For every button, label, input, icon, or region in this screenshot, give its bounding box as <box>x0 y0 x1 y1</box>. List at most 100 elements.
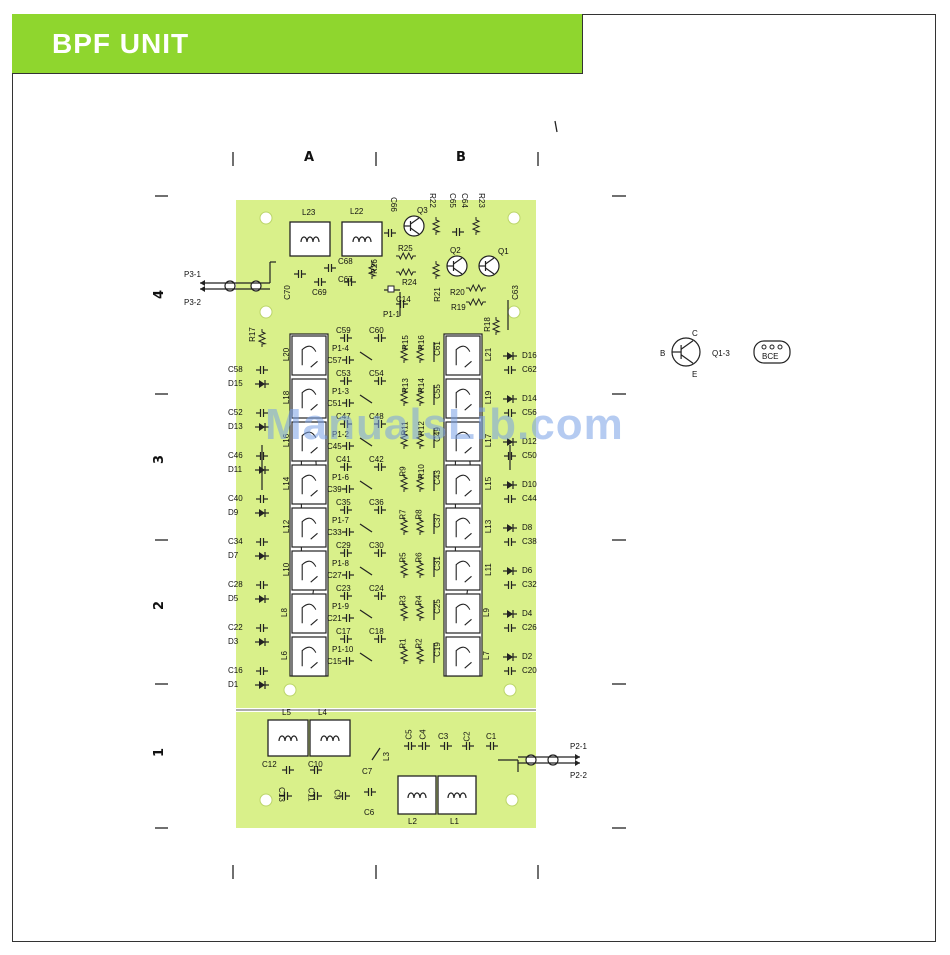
part-label-c35: C35 <box>336 498 351 507</box>
resistor-r2 <box>415 646 425 664</box>
connector-label-p3-2: P3-2 <box>184 298 201 307</box>
resistor-r26 <box>367 261 377 279</box>
part-label-c16: C16 <box>228 666 243 675</box>
part-label-r8: R8 <box>414 509 424 520</box>
coil-l23 <box>300 236 320 243</box>
legend-transistor-symbol <box>680 340 694 350</box>
coil-l18 <box>291 378 327 419</box>
pin-p1-1 <box>387 285 395 293</box>
coil-l19 <box>455 388 472 411</box>
resistor-r24 <box>396 267 416 277</box>
part-label-c39: C39 <box>327 485 342 494</box>
part-label-c24: C24 <box>369 584 384 593</box>
coil-l14 <box>291 464 327 505</box>
part-label-d13: D13 <box>228 422 243 431</box>
coil-label-l13: L13 <box>484 519 494 534</box>
part-label-c57: C57 <box>327 356 342 365</box>
coil-label-l20: L20 <box>282 347 292 362</box>
part-label-c61: C61 <box>432 341 442 356</box>
coil-l1 <box>447 792 467 799</box>
diode-d1 <box>259 681 265 689</box>
part-label-c13: C13 <box>276 787 286 802</box>
arrow-p2-2 <box>575 760 580 766</box>
resistor-r10 <box>415 474 425 492</box>
coil-label-l6: L6 <box>279 651 289 660</box>
part-label-r21: R21 <box>432 287 442 302</box>
resistor-r9 <box>399 474 409 492</box>
part-label-r25: R25 <box>398 244 413 253</box>
coil-l12 <box>301 517 318 540</box>
coil-l13 <box>455 517 472 540</box>
coil-l20 <box>301 345 318 368</box>
coil-l3 <box>371 747 381 761</box>
part-label-c53: C53 <box>336 369 351 378</box>
switch-trace <box>359 437 373 447</box>
part-label-r5: R5 <box>398 552 408 563</box>
switch-trace <box>359 566 373 576</box>
part-label-r4: R4 <box>414 595 424 606</box>
coil-l4 <box>320 735 340 742</box>
resistor-r21 <box>431 261 441 279</box>
part-label-q1: Q1 <box>498 247 509 256</box>
diode-d3 <box>259 638 265 646</box>
coil-l11 <box>455 560 472 583</box>
mounting-hole <box>507 305 521 319</box>
part-label-c51: C51 <box>327 399 342 408</box>
part-label-r9: R9 <box>398 466 408 477</box>
part-label-d4: D4 <box>522 609 533 618</box>
arrow-p3-2 <box>200 286 205 292</box>
resistor-r15 <box>399 345 409 363</box>
legend-package-pin <box>777 344 783 350</box>
column-label-a: A <box>304 150 315 165</box>
part-label-c25: C25 <box>432 599 442 614</box>
part-label-c6: C6 <box>364 808 375 817</box>
coil-l17 <box>445 421 481 462</box>
pin-label-p1-3: P1-3 <box>332 387 349 396</box>
resistor-r19 <box>466 297 486 307</box>
pin-label-p1-6: P1-6 <box>332 473 349 482</box>
part-label-r15: R15 <box>400 335 410 350</box>
part-label-d2: D2 <box>522 652 533 661</box>
legend-transistor-package <box>753 340 791 364</box>
part-label-d7: D7 <box>228 551 239 560</box>
legend-pin-e: E <box>692 370 698 379</box>
coil-label-l15: L15 <box>484 476 494 491</box>
part-label-c30: C30 <box>369 541 384 550</box>
coil-label-l21: L21 <box>484 347 494 362</box>
part-label-q2: Q2 <box>450 246 461 255</box>
pin-label-p1-9: P1-9 <box>332 602 349 611</box>
part-label-c21: C21 <box>327 614 342 623</box>
part-label-c41: C41 <box>336 455 351 464</box>
part-label-c28: C28 <box>228 580 243 589</box>
resistor-r23 <box>471 217 481 235</box>
part-label-c34: C34 <box>228 537 243 546</box>
part-label-c4: C4 <box>418 729 428 740</box>
part-label-c45: C45 <box>327 442 342 451</box>
part-label-d3: D3 <box>228 637 239 646</box>
part-label-c56: C56 <box>522 408 537 417</box>
part-label-c50: C50 <box>522 451 537 460</box>
switch-trace <box>359 609 373 619</box>
part-label-q3: Q3 <box>417 206 428 215</box>
part-label-d16: D16 <box>522 351 537 360</box>
resistor-r13 <box>399 388 409 406</box>
part-label-l2: L2 <box>408 817 417 826</box>
part-label-r13: R13 <box>400 378 410 393</box>
part-label-c47: C47 <box>336 412 351 421</box>
part-label-d10: D10 <box>522 480 537 489</box>
resistor-r6 <box>415 560 425 578</box>
part-label-c5: C5 <box>404 729 414 740</box>
coil-label-l14: L14 <box>282 476 292 491</box>
part-label-r24: R24 <box>402 278 417 287</box>
part-label-c52: C52 <box>228 408 243 417</box>
part-label-d8: D8 <box>522 523 533 532</box>
diode-d4 <box>507 610 513 618</box>
transistor-q1 <box>485 257 495 265</box>
part-label-c62: C62 <box>522 365 537 374</box>
mounting-hole <box>503 683 517 697</box>
coil-label-l8: L8 <box>279 608 289 617</box>
coil-l18 <box>301 388 318 411</box>
part-label-c32: C32 <box>522 580 537 589</box>
part-label-c36: C36 <box>369 498 384 507</box>
legend-package-pin <box>761 344 767 350</box>
